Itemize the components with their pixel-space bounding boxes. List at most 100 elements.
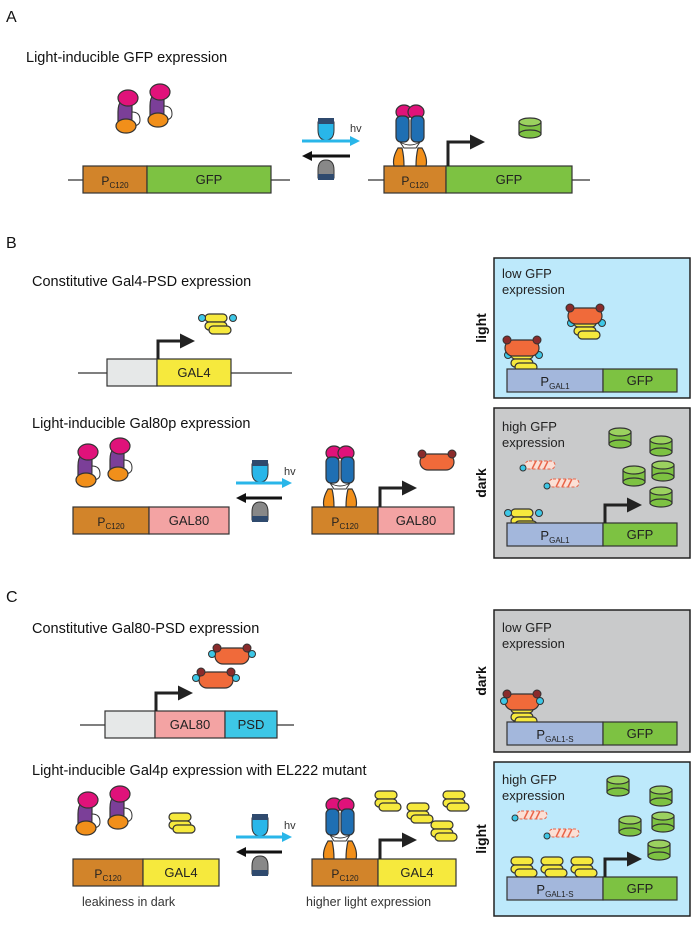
gal80-protein-icon [417, 449, 457, 471]
gfp-protein-icon [606, 775, 630, 797]
el222-active-icon [322, 445, 358, 508]
transcription-arrow [154, 685, 193, 711]
grey-gene-box [104, 710, 156, 739]
panel-c-light-text-1: high GFP [502, 772, 557, 787]
gfp-gene-label: GFP [496, 172, 523, 187]
panel-b-light-text-1: low GFP [502, 266, 552, 281]
gfp-gene-label: GFP [627, 527, 654, 542]
transcription-arrow [603, 497, 642, 523]
gfp-protein-icon [651, 811, 675, 833]
hv-label: hv [350, 123, 362, 135]
caption-right: higher light expression [306, 895, 431, 909]
gal4-protein-icon [374, 790, 402, 812]
gfp-protein-icon [649, 435, 673, 457]
el222-active-icon [322, 797, 358, 860]
light-dark-switch-icon [317, 117, 335, 181]
gal4-protein-icon [540, 856, 568, 878]
transcription-arrow [378, 832, 417, 859]
gal4-protein-icon [510, 856, 538, 878]
gfp-gene-box [602, 522, 678, 547]
gfp-protein-icon [651, 460, 675, 482]
gal4-gene-label: GAL4 [400, 865, 433, 880]
gal4-gene-box [377, 858, 457, 887]
psd-gene-box [224, 710, 278, 739]
gfp-gene-label: GFP [627, 726, 654, 741]
gfp-gene-box [146, 165, 272, 194]
gfp-protein-icon [649, 486, 673, 508]
panel-c-dark-text-2: expression [502, 636, 565, 651]
panel-a-title: Light-inducible GFP expression [26, 50, 227, 66]
gfp-gene-label: GFP [196, 172, 223, 187]
transcription-arrow [603, 851, 642, 877]
grey-gene-box [106, 358, 158, 387]
hv-label: hv [284, 820, 296, 832]
panel-b-letter: B [6, 235, 17, 252]
panel-c-letter: C [6, 589, 18, 606]
panel-c-dark-side-label: dark [473, 666, 489, 696]
promoter-box [383, 165, 447, 194]
promoter-label: PC120 [101, 174, 129, 190]
gal4-protein-icon [430, 820, 458, 842]
gfp-gene-box [602, 876, 678, 901]
panel-b-light-text-2: expression [502, 282, 565, 297]
promoter-label: PC120 [331, 867, 359, 883]
gfp-protein-icon [647, 839, 671, 861]
gal1-s-promoter-label: PGAL1-S [536, 882, 573, 899]
el222-inactive-icon [75, 785, 133, 836]
el222-inactive-icon [75, 437, 133, 488]
light-dark-switch-icon [251, 813, 269, 877]
panel-a-letter: A [6, 9, 17, 26]
panel-b-dark-text-1: high GFP [502, 419, 557, 434]
transcription-arrow [156, 333, 195, 359]
gal80-gene-label: GAL80 [170, 717, 210, 732]
gfp-protein-icon [622, 465, 646, 487]
promoter-label: PC120 [401, 174, 429, 190]
gal4-gene-label: GAL4 [177, 365, 210, 380]
panel-c-light-side-label: light [473, 824, 489, 854]
gfp-protein-icon [618, 815, 642, 837]
el222-inactive-icon [115, 83, 173, 134]
gal80-psd-protein-icon [192, 643, 256, 689]
gfp-gene-box [602, 721, 678, 746]
panel-c-title-bottom: Light-inducible Gal4p expression with EL… [32, 763, 367, 779]
gfp-gene-box [602, 368, 678, 393]
hv-label: hv [284, 466, 296, 478]
gal4-protein-icon [570, 856, 598, 878]
gal80-gene-label: GAL80 [396, 513, 436, 528]
caption-left: leakiness in dark [82, 895, 176, 909]
gal80-gene-box [377, 506, 455, 535]
panel-c-light-text-2: expression [502, 788, 565, 803]
panel-b-dark-side-label: dark [473, 468, 489, 498]
panel-c-title-top: Constitutive Gal80-PSD expression [32, 621, 259, 637]
panel-b-light-side-label: light [473, 313, 489, 343]
gal4-gene-box [156, 358, 232, 387]
gfp-protein-icon [649, 785, 673, 807]
panel-b-title-top: Constitutive Gal4-PSD expression [32, 274, 251, 290]
gfp-protein-icon [608, 427, 632, 449]
gfp-gene-label: GFP [627, 373, 654, 388]
gal80-gene-label: GAL80 [169, 513, 209, 528]
psd-gene-label: PSD [238, 717, 265, 732]
gfp-gene-label: GFP [627, 881, 654, 896]
el222-active-icon [392, 104, 428, 167]
gal4-protein-icon [442, 790, 470, 812]
promoter-box [72, 506, 150, 535]
gal4-protein-icon [168, 812, 196, 834]
transcription-arrow [378, 480, 417, 507]
gal80-gene-box [154, 710, 226, 739]
panel-b-title-bottom: Light-inducible Gal80p expression [32, 416, 250, 432]
gal4-gene-label: GAL4 [164, 865, 197, 880]
gfp-protein-icon [518, 117, 542, 139]
promoter-label: PC120 [94, 867, 122, 883]
panel-c-dark-text-1: low GFP [502, 620, 552, 635]
gal1-promoter-label: PGAL1 [540, 374, 570, 391]
transcription-arrow [446, 134, 485, 166]
promoter-box [72, 858, 144, 887]
gal80-gene-box [148, 506, 230, 535]
gfp-gene-box [445, 165, 573, 194]
gal4-gene-box [142, 858, 220, 887]
light-dark-switch-icon [251, 459, 269, 523]
gal4-psd-protein-icon [199, 314, 237, 334]
panel-b-dark-text-2: expression [502, 435, 565, 450]
